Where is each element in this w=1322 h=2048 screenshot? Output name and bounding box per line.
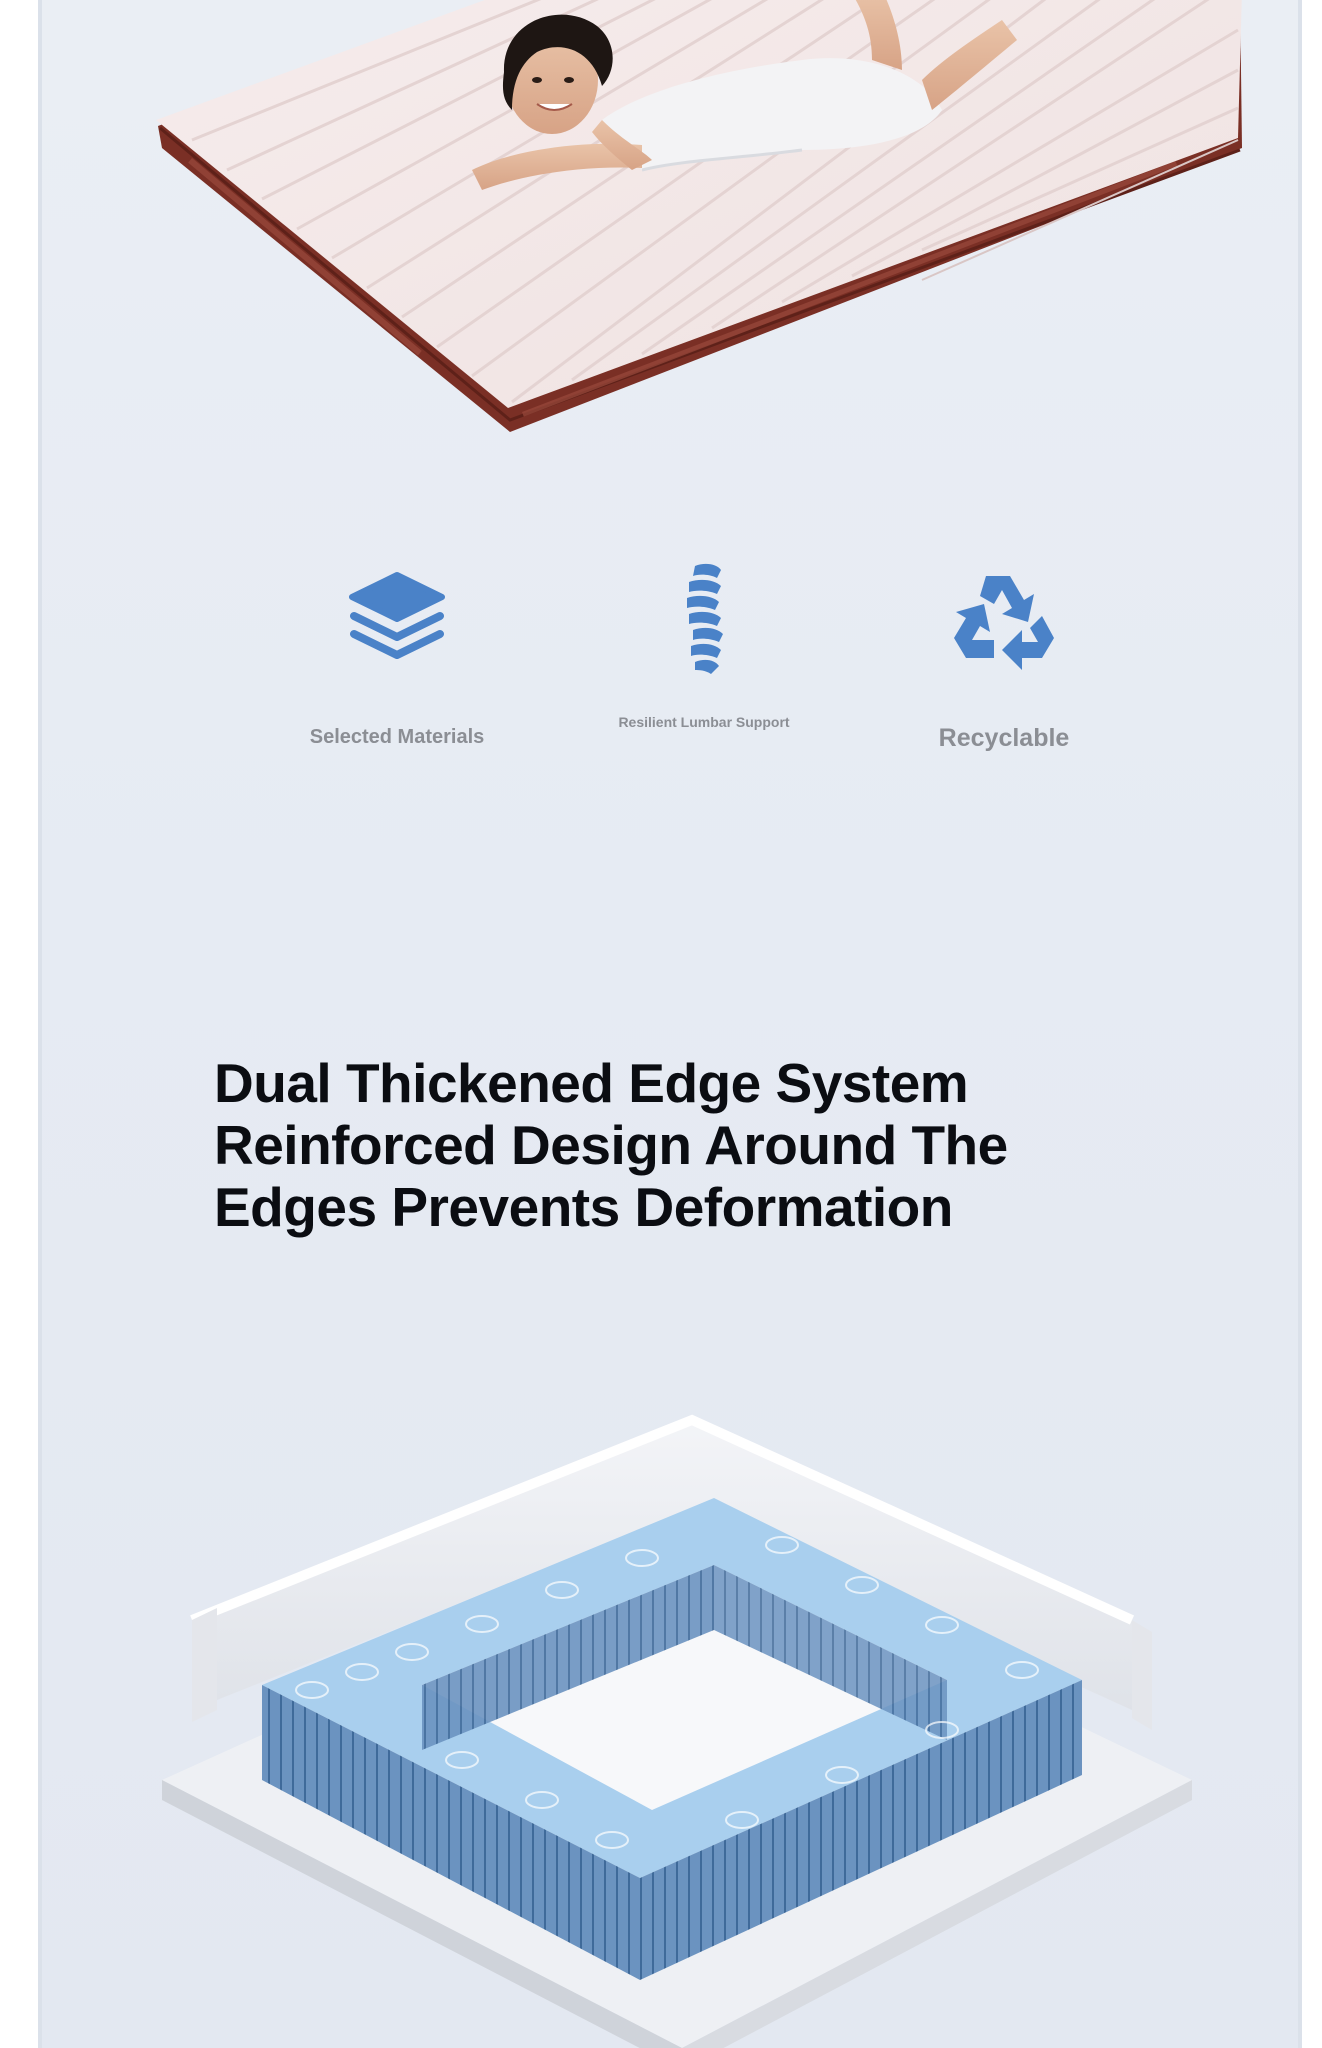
panel-edge-left xyxy=(38,0,42,2048)
feature-selected-materials: Selected Materials xyxy=(257,560,537,749)
section-headline: Dual Thickened Edge System Reinforced De… xyxy=(214,1052,1114,1238)
feature-lumbar-support: Resilient Lumbar Support xyxy=(564,560,844,730)
headline-line-1: Dual Thickened Edge System xyxy=(214,1052,969,1114)
layers-icon xyxy=(349,572,445,659)
content-panel: Selected Materials Resilient Lumbar Supp… xyxy=(42,0,1298,2048)
headline-line-2: Reinforced Design Around The xyxy=(214,1114,1008,1176)
feature-recyclable: Recyclable xyxy=(864,560,1144,753)
feature-label-selected-materials: Selected Materials xyxy=(309,726,485,748)
edge-system-diagram xyxy=(162,1414,1192,2048)
mattress-hero-image xyxy=(156,0,1242,432)
feature-label-recyclable: Recyclable xyxy=(938,724,1070,752)
spine-icon xyxy=(687,563,723,674)
headline-line-3: Edges Prevents Deformation xyxy=(214,1176,953,1238)
recycle-icon xyxy=(954,576,1054,670)
feature-label-lumbar-support: Resilient Lumbar Support xyxy=(618,714,790,730)
feature-row: Selected Materials Resilient Lumbar Supp… xyxy=(42,560,1298,820)
panel-edge-right xyxy=(1298,0,1302,2048)
